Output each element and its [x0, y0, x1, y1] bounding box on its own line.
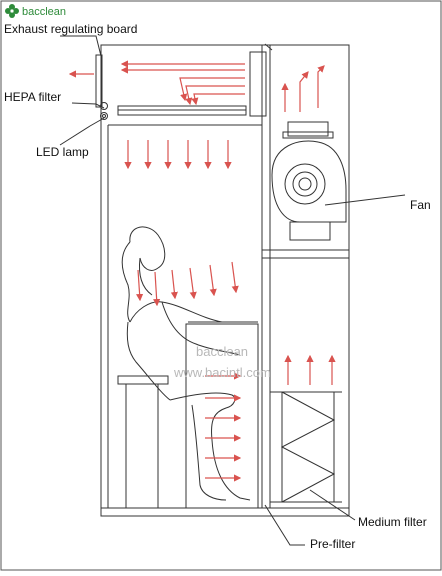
fan-icon: [271, 121, 347, 241]
stool-seat: [117, 375, 169, 385]
duct-up-arrow-2: [299, 71, 309, 112]
label-medium-filter: Medium filter: [358, 515, 427, 529]
table-body: [185, 323, 259, 509]
fan-wheel-mid: [292, 171, 318, 197]
led-lamp-lower: [100, 112, 108, 120]
person-leg-back: [191, 404, 227, 501]
person-down-arrow-6: [231, 261, 239, 294]
top-duct: [249, 51, 267, 117]
medium-filter-zigzag: [280, 391, 336, 503]
duct-up-arrow-3: [317, 65, 325, 108]
led-lamp-upper: [100, 102, 108, 110]
duct-curve-arrow-1: [179, 77, 245, 102]
person-head: [129, 226, 166, 271]
label-pre-filter: Pre-filter: [310, 537, 355, 551]
person-neck: [139, 257, 153, 296]
watermark-brand: bacclean: [196, 344, 248, 359]
duct-curve-arrow-3: [191, 93, 245, 106]
brand-logo: bacclean: [5, 4, 66, 18]
fan-motor-top: [287, 121, 329, 137]
airflow-arrows: [68, 60, 336, 482]
watermark-url: www.bacintl.com: [173, 365, 271, 380]
leader-fan: [324, 194, 406, 206]
person-down-arrow-5: [209, 264, 217, 297]
leader-pre: [264, 504, 305, 546]
leader-led: [59, 117, 105, 146]
medium-filter-icon: [269, 391, 342, 503]
cabinet-outline: [100, 44, 350, 517]
person-leg: [169, 392, 251, 501]
leader-exhaust: [60, 35, 102, 57]
top-duct-edge: [264, 43, 273, 51]
medium-filter-frame: [281, 391, 335, 503]
label-exhaust-regulating-board: Exhaust regulating board: [4, 22, 137, 36]
person-figure: [117, 226, 259, 509]
person-arm: [129, 301, 236, 323]
person-back: [126, 321, 171, 401]
label-fan: Fan: [410, 198, 431, 212]
person-down-arrow-3: [170, 269, 178, 300]
leader-lines: [59, 35, 406, 546]
label-hepa-filter: HEPA filter: [4, 90, 61, 104]
leader-medium: [309, 489, 356, 521]
led-lamp-core: [102, 114, 106, 118]
person-down-arrow-1: [136, 269, 144, 302]
fan-wheel-hub: [298, 177, 312, 191]
flower-logo-icon: [5, 4, 19, 18]
person-hair: [121, 241, 131, 323]
duct-curve-arrow-2: [185, 85, 245, 106]
fan-outlet: [289, 221, 331, 241]
fan-housing: [271, 140, 347, 223]
fan-wheel-outer: [284, 163, 326, 205]
exhaust-regulating-board: [95, 54, 103, 108]
person-down-arrow-4: [189, 267, 197, 300]
label-led-lamp: LED lamp: [36, 145, 89, 159]
person-down-arrow-2: [153, 271, 161, 307]
cabinet-structure: [95, 43, 350, 517]
brand-name: bacclean: [22, 6, 66, 18]
pre-filter: [269, 391, 283, 503]
fan-motor-flange: [282, 131, 334, 139]
person-torso: [161, 301, 241, 356]
